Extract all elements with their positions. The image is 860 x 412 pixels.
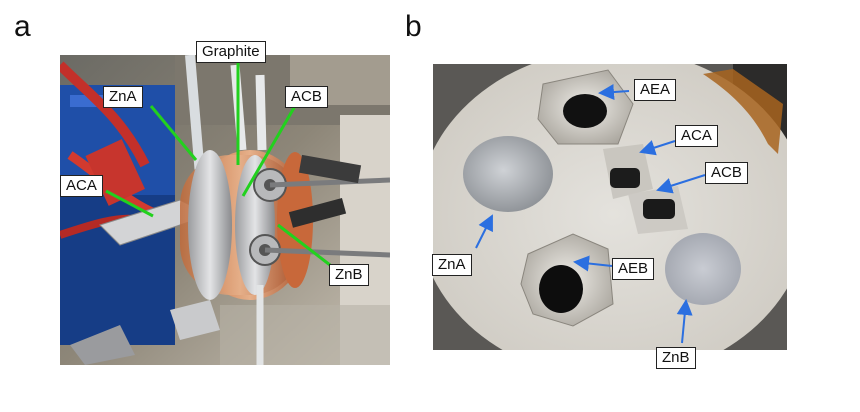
label-aea: AEA [634, 79, 677, 101]
label-zna-a: ZnA [103, 86, 143, 108]
label-acb-b: ACB [705, 162, 748, 184]
panel-a-letter: a [14, 10, 31, 43]
label-zna-b: ZnA [432, 254, 472, 276]
label-acb-a: ACB [285, 86, 328, 108]
label-znb-b: ZnB [656, 347, 696, 369]
panel-b-photo [433, 64, 787, 350]
label-graphite: Graphite [196, 41, 266, 63]
label-aca-b: ACA [675, 125, 718, 147]
panel-b-letter: b [405, 10, 422, 43]
label-aeb: AEB [612, 258, 655, 280]
label-aca-a: ACA [60, 175, 103, 197]
label-znb-a: ZnB [329, 264, 369, 286]
